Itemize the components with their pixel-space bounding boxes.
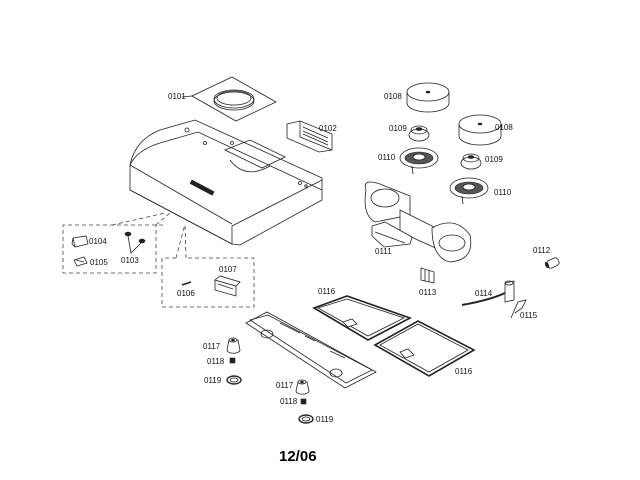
label-0110b: 0110	[494, 188, 512, 197]
part-0111-blower-housing	[364, 181, 472, 263]
part-0108-blower-wheel-a	[406, 82, 450, 113]
label-0108a: 0108	[384, 92, 402, 101]
part-0110-motor-mount-a	[399, 147, 439, 175]
label-0109a: 0109	[389, 124, 407, 133]
part-0109-motor-a	[408, 125, 430, 142]
part-0116-grease-filter-b	[373, 320, 476, 377]
label-0112: 0112	[533, 246, 551, 255]
part-0112-capacitor	[544, 257, 560, 269]
label-0108b: 0108	[495, 123, 513, 132]
label-0103: 0103	[121, 256, 139, 265]
label-0105: 0105	[90, 258, 108, 267]
part-0117-lamp-socket-a	[226, 337, 241, 354]
part-0115-clip	[510, 299, 527, 319]
label-0107: 0107	[219, 265, 237, 274]
label-0117a: 0117	[203, 342, 221, 351]
label-0110a: 0110	[378, 153, 396, 162]
part-0105-switch	[73, 256, 88, 267]
part-0118-nut-a	[229, 357, 236, 364]
part-0101-duct-plate	[181, 76, 277, 122]
part-0109-motor-b	[460, 153, 482, 170]
part-0102-damper	[286, 120, 333, 153]
part-0118-nut-b	[300, 398, 307, 405]
part-0110-motor-mount-b	[449, 177, 489, 205]
part-0103-knobs	[124, 231, 146, 254]
part-0104-switch	[71, 235, 89, 248]
part-0108-blower-wheel-b	[458, 114, 502, 146]
label-0115: 0115	[520, 311, 538, 320]
callout-box-terminal	[161, 223, 255, 308]
part-light-panel	[245, 311, 377, 389]
diagram-date: 12/06	[279, 448, 317, 465]
part-0107-terminal-block	[214, 275, 241, 297]
label-0113: 0113	[419, 288, 437, 297]
label-0101: 0101	[168, 92, 186, 101]
label-0104: 0104	[89, 237, 107, 246]
label-0109b: 0109	[485, 155, 503, 164]
part-0119-lens-a	[226, 375, 242, 385]
label-0106: 0106	[177, 289, 195, 298]
part-0113-bracket	[420, 267, 435, 284]
label-0117b: 0117	[276, 381, 294, 390]
part-0116-grease-filter-a	[312, 295, 413, 341]
part-0117-lamp-socket-b	[295, 379, 310, 395]
callout-box-switches	[62, 212, 171, 274]
label-0119b: 0119	[316, 415, 334, 424]
part-0106-screw	[181, 281, 192, 286]
label-0102: 0102	[319, 124, 337, 133]
label-0118a: 0118	[207, 357, 225, 366]
label-0111: 0111	[375, 247, 392, 256]
label-0114: 0114	[475, 289, 493, 298]
part-hood-body	[129, 119, 323, 246]
label-0118b: 0118	[280, 397, 298, 406]
label-0116a: 0116	[318, 287, 336, 296]
part-0114-wire-harness	[461, 280, 515, 306]
label-0119a: 0119	[204, 376, 222, 385]
part-0119-lens-b	[298, 414, 314, 424]
label-0116b: 0116	[455, 367, 473, 376]
